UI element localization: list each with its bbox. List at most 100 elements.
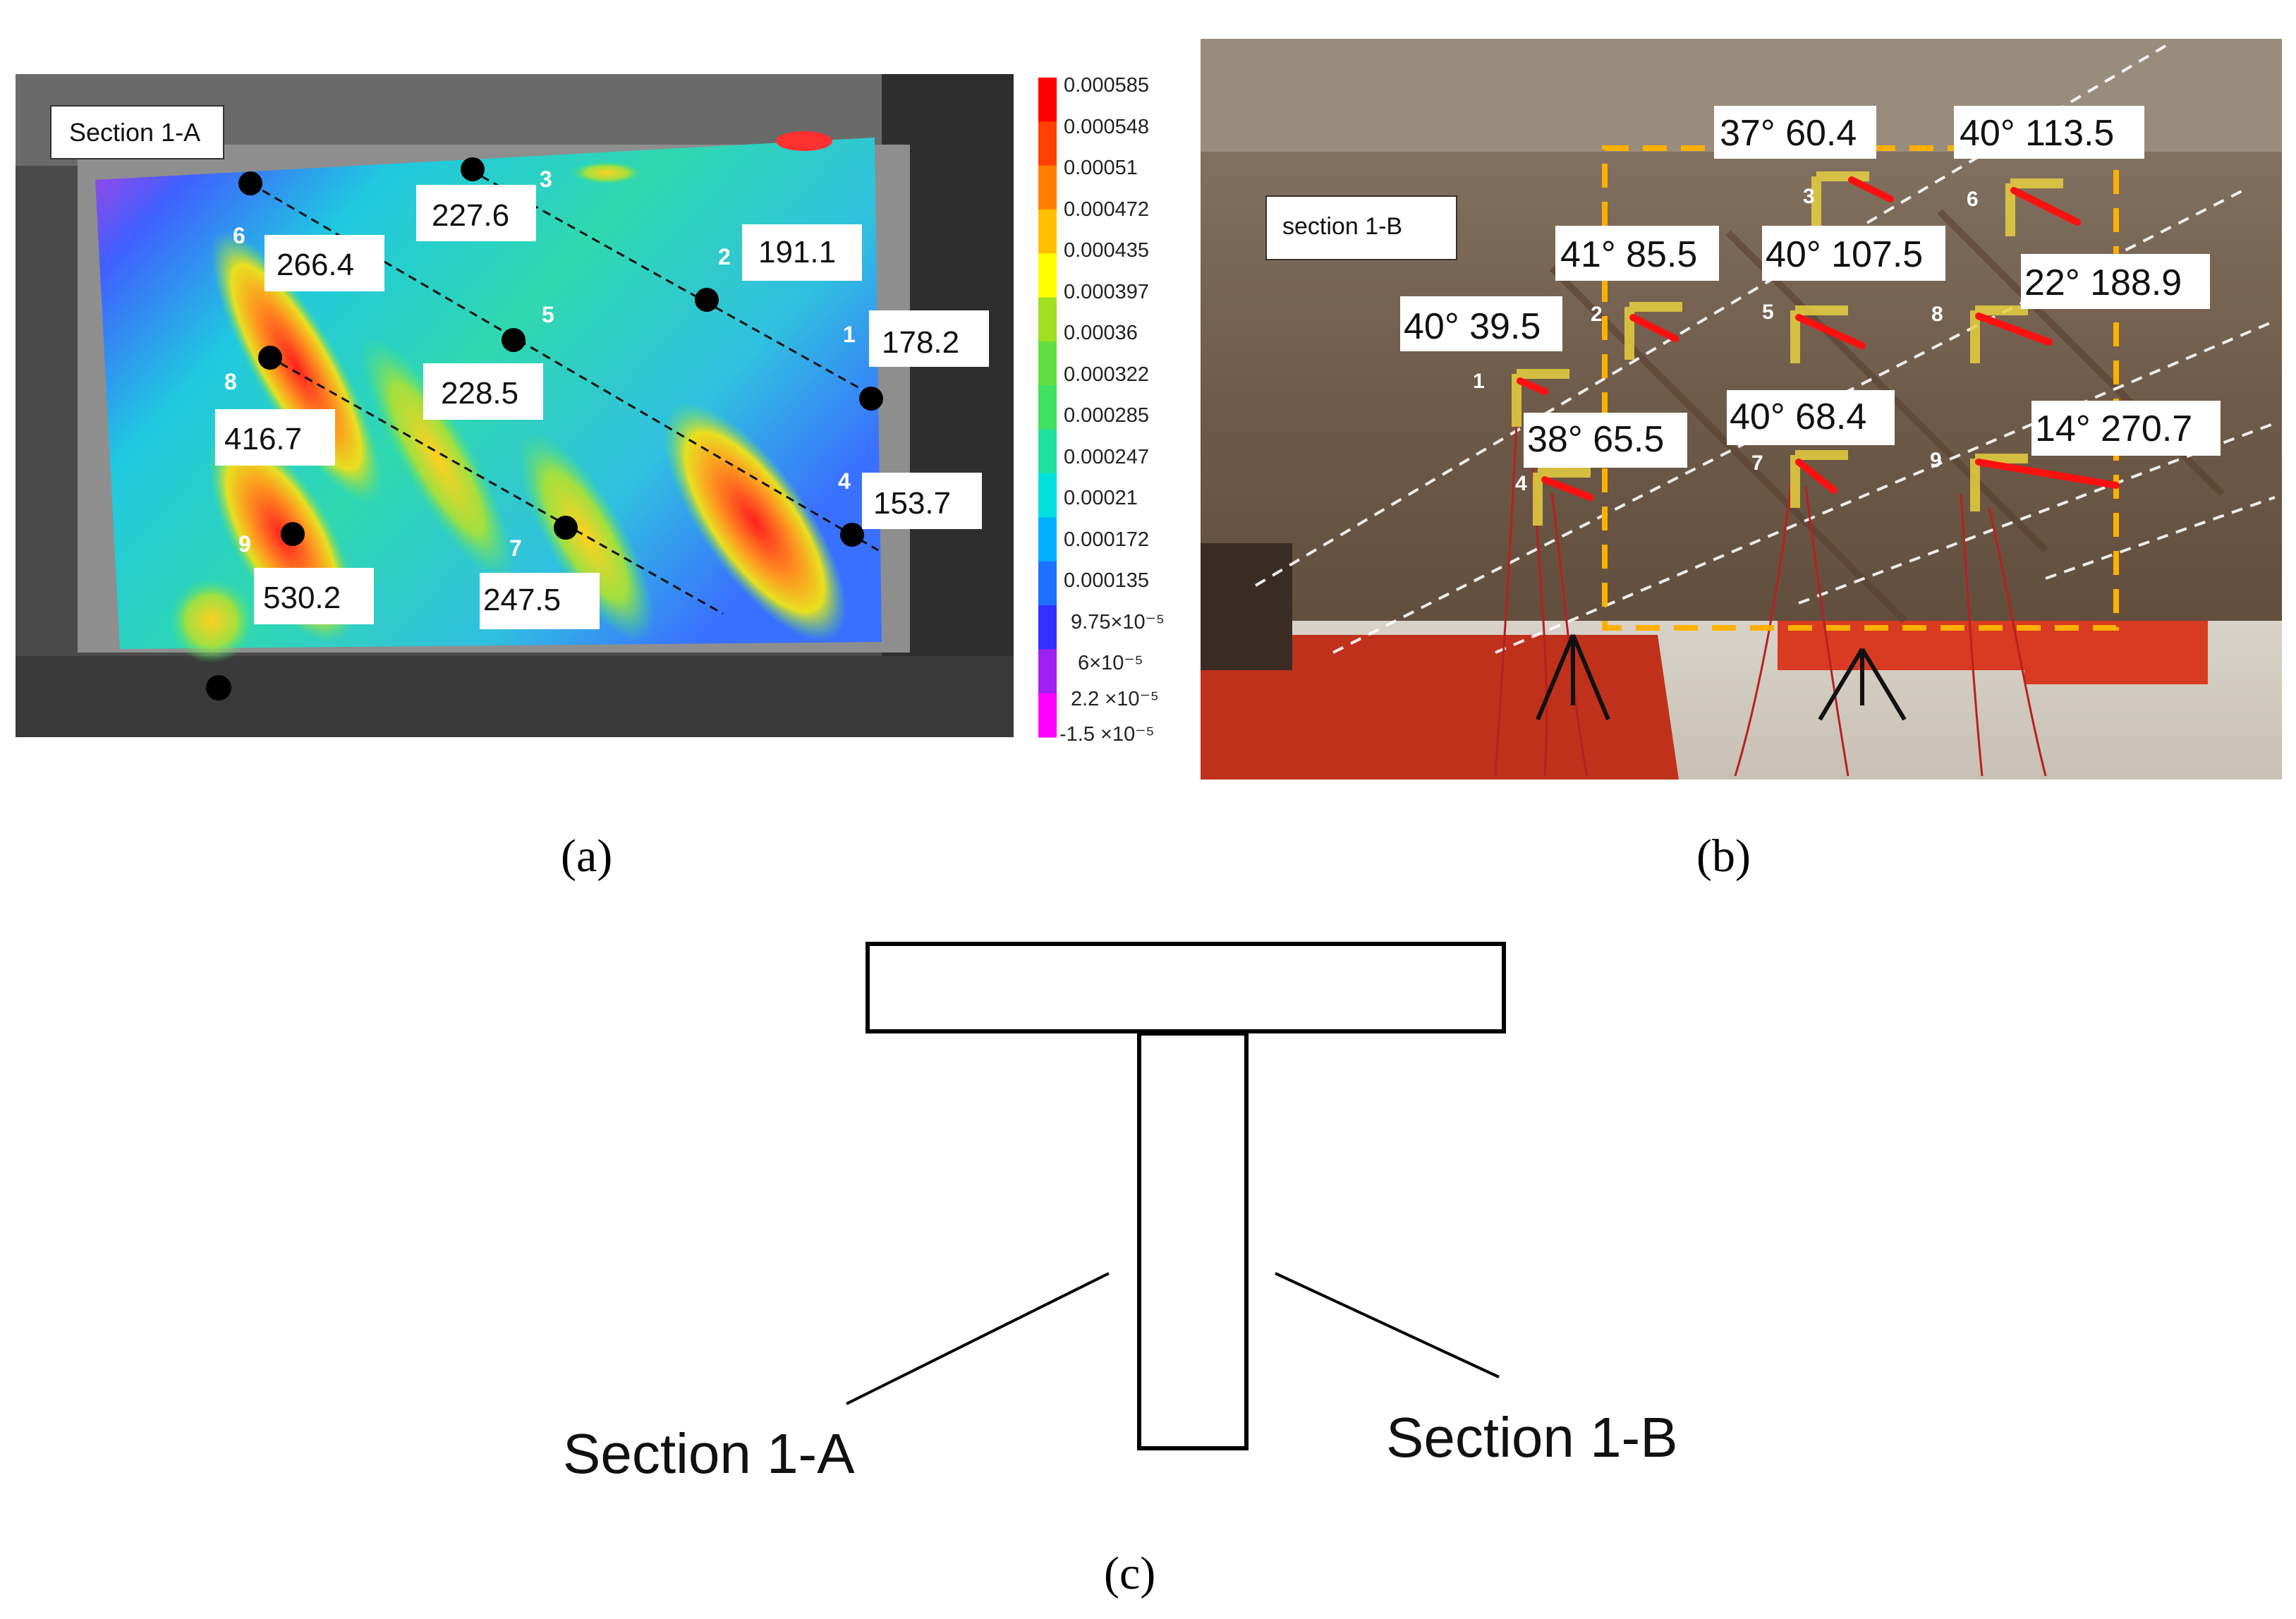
colorbar-tick: 0.000172 [1064, 528, 1149, 551]
strain-arrow-6 [2010, 187, 2081, 226]
colorbar-swatch [1038, 429, 1057, 474]
colorbar-swatch [1038, 385, 1057, 430]
colorbar-tick: 0.000435 [1064, 239, 1149, 262]
rosette-label-5: 40° 107.5 [1766, 234, 1923, 275]
value-label-9: 530.2 [263, 581, 341, 615]
rosette-number-4: 4 [1515, 472, 1527, 495]
point-number-8: 8 [224, 369, 237, 394]
value-label-3: 227.6 [432, 198, 509, 233]
point-dot-4 [840, 523, 864, 547]
section-label-box-a [50, 105, 224, 159]
colorbar-tick: 0.00036 [1064, 322, 1138, 344]
colorbar-swatch [1038, 210, 1057, 254]
section-label-a: Section 1-A [69, 118, 200, 147]
colorbar-tick: 0.00051 [1064, 157, 1138, 179]
colorbar-swatch [1038, 473, 1057, 518]
value-label-8: 416.7 [224, 422, 302, 456]
colorbar-swatch [1038, 165, 1057, 210]
colorbar-swatch [1038, 121, 1057, 166]
panel-a: 1 2 3 4 5 6 7 8 9 178.2 191.1 227.6 153.… [16, 74, 1165, 882]
strain-rosettes [1512, 171, 2063, 526]
tripods [1536, 633, 1907, 721]
strain-arrow-2 [1629, 314, 1679, 342]
colorbar-tick: -1.5 ×10⁻⁵ [1059, 723, 1155, 746]
colorbar-swatch [1038, 297, 1057, 342]
colorbar: 0.000585 0.000548 0.00051 0.000472 0.000… [1038, 74, 1165, 746]
rosette-number-5: 5 [1762, 301, 1774, 324]
rosette-numbers: 1 2 3 4 5 6 7 8 9 [1473, 185, 1979, 495]
principal-strain-arrows [1517, 176, 2120, 501]
section-1a-label: Section 1-A [563, 1422, 855, 1485]
t-beam-web [1137, 1031, 1249, 1450]
value-label-5: 228.5 [441, 376, 518, 411]
value-boxes: 178.2 191.1 227.6 153.7 228.5 266.4 247.… [215, 185, 989, 629]
strain-arrow-4 [1541, 476, 1594, 501]
strain-arrow-1 [1517, 377, 1548, 395]
rosette-number-2: 2 [1591, 303, 1603, 326]
measurement-dots [206, 157, 883, 701]
colorbar-tick: 0.000548 [1064, 116, 1149, 138]
rosette-label-9: 14° 270.7 [2035, 408, 2192, 449]
strain-arrow-8 [1975, 313, 2053, 346]
point-number-2: 2 [718, 244, 731, 269]
point-dot-6 [238, 171, 262, 195]
colorbar-swatch [1038, 649, 1057, 694]
value-label-1: 178.2 [882, 325, 959, 360]
point-dot-9 [281, 522, 305, 546]
leader-line-a [846, 1272, 1110, 1405]
point-dot-5 [502, 328, 526, 352]
panel-b: 1 2 3 4 5 6 7 8 9 40° 39.5 41° 85.5 37° … [1201, 39, 2282, 882]
rosette-label-7: 40° 68.4 [1730, 396, 1866, 437]
colorbar-tick: 6×10⁻⁵ [1078, 652, 1143, 674]
colorbar-swatch [1038, 605, 1057, 650]
colorbar-swatch [1038, 341, 1057, 386]
rosette-labels: 40° 39.5 41° 85.5 37° 60.4 38° 65.5 40° … [1400, 106, 2221, 468]
strain-arrow-9 [1975, 459, 2120, 489]
rosette-label-3: 37° 60.4 [1720, 113, 1857, 154]
point-number-5: 5 [542, 302, 554, 327]
colorbar-swatch [1038, 693, 1057, 738]
point-dot-1 [859, 387, 883, 411]
colorbar-tick: 0.00021 [1064, 487, 1138, 509]
rosette-number-8: 8 [1931, 303, 1943, 326]
caption-c: (c) [1104, 1548, 1155, 1599]
point-number-6: 6 [233, 223, 245, 248]
rosette-label-2: 41° 85.5 [1560, 234, 1697, 275]
rosette-number-9: 9 [1930, 449, 1942, 472]
value-label-7: 247.5 [483, 583, 561, 617]
value-label-2: 191.1 [758, 235, 836, 269]
point-dot-8 [258, 346, 282, 370]
value-label-6: 266.4 [277, 248, 354, 282]
rosette-label-6: 40° 113.5 [1960, 113, 2114, 154]
strain-arrow-5 [1795, 314, 1866, 349]
colorbar-tick: 0.000322 [1064, 363, 1149, 386]
colorbar-tick: 0.000247 [1064, 446, 1149, 468]
point-numbers: 1 2 3 4 5 6 7 8 9 [224, 166, 856, 561]
colorbar-swatch [1038, 78, 1057, 122]
colorbar-tick: 0.000585 [1064, 74, 1149, 97]
colorbar-tick: 0.000397 [1064, 281, 1149, 303]
point-dot-7 [554, 516, 578, 540]
section-label-b: section 1-B [1282, 213, 1402, 240]
point-number-1: 1 [843, 322, 856, 347]
rosette-number-3: 3 [1803, 185, 1815, 208]
colorbar-tick: 0.000135 [1064, 569, 1149, 592]
rosette-number-6: 6 [1967, 188, 1979, 211]
panel-c: Section 1-A Section 1-B (c) [563, 942, 1678, 1599]
strain-arrow-7 [1795, 459, 1838, 494]
rosette-number-1: 1 [1473, 370, 1485, 393]
rosette-label-8: 22° 188.9 [2024, 262, 2182, 303]
colorbar-tick: 9.75×10⁻⁵ [1071, 611, 1165, 633]
section-1b-label: Section 1-B [1386, 1406, 1678, 1469]
colorbar-tick: 0.000285 [1064, 404, 1149, 427]
rosette-number-7: 7 [1751, 451, 1763, 475]
point-dot-2 [695, 288, 719, 312]
strain-arrow-3 [1848, 176, 1894, 202]
colorbar-swatch [1038, 253, 1057, 298]
caption-b: (b) [1696, 830, 1751, 882]
point-number-7: 7 [509, 535, 522, 561]
point-number-3: 3 [540, 166, 552, 192]
colorbar-swatch [1038, 561, 1057, 606]
point-number-9: 9 [238, 531, 251, 557]
